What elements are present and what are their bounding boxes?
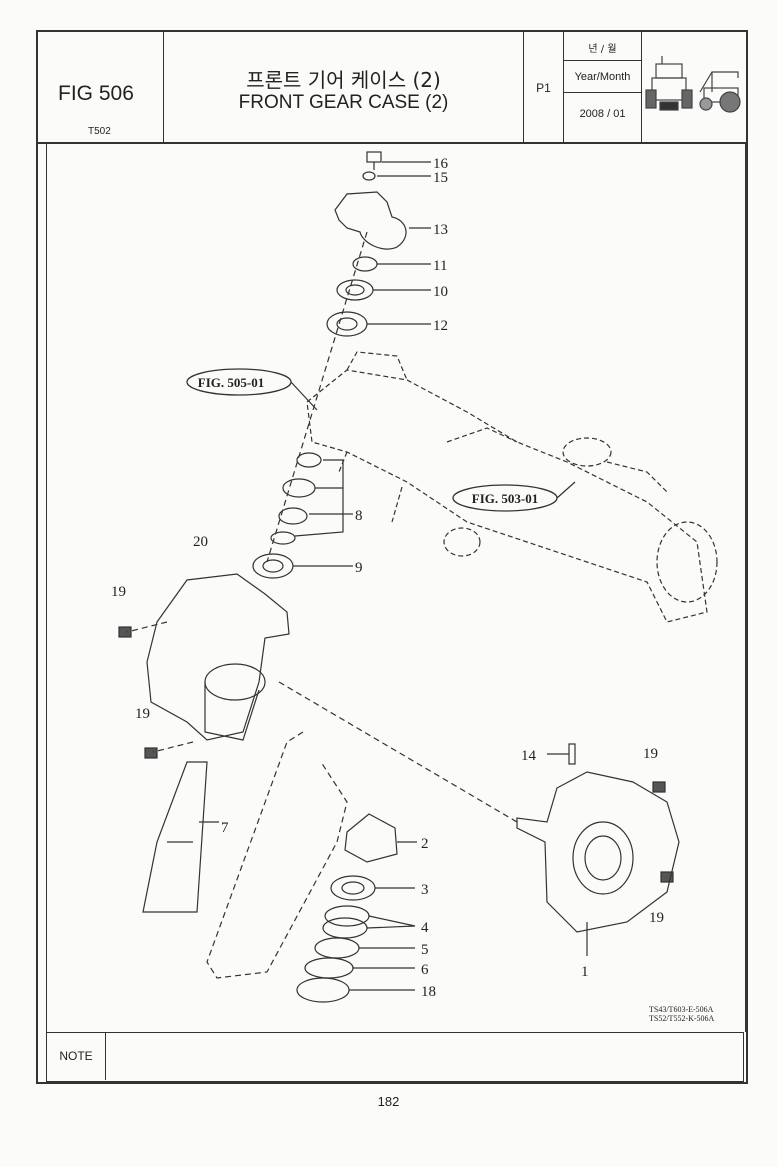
page-id-cell: P1: [524, 32, 564, 142]
ref-fig-505: FIG. 505-01: [198, 375, 264, 390]
date-label-korean: 년 / 월: [588, 44, 617, 55]
drawing-code-2: TS52/T552-K-506A: [649, 1014, 715, 1023]
callout-2: 2: [421, 836, 429, 852]
callout-3: 3: [421, 882, 429, 898]
callout-11: 11: [433, 258, 447, 274]
callout-7: 7: [221, 820, 229, 836]
divider: [564, 92, 641, 93]
ref-fig-503: FIG. 503-01: [472, 491, 538, 506]
callout-10: 10: [433, 284, 448, 300]
callout-15: 15: [433, 170, 448, 186]
callout-16: 16: [433, 156, 449, 172]
callout-13: 13: [433, 222, 448, 238]
callout-18: 18: [421, 984, 436, 1000]
callout-5: 5: [421, 942, 429, 958]
tractor-icon: [645, 56, 741, 113]
parts-sheet: FIG 506 T502 프론트 기어 케이스 (2) FRONT GEAR C…: [36, 30, 748, 1084]
drawing-code-1: TS43/T603-E-506A: [649, 1005, 714, 1014]
note-label: NOTE: [47, 1033, 106, 1080]
tractor-icon-cell: [642, 32, 746, 142]
page-number: 182: [377, 1094, 400, 1109]
date-value: 2008 / 01: [579, 108, 626, 120]
title-english: FRONT GEAR CASE (2): [238, 92, 449, 113]
gear-housing-part: [146, 573, 290, 741]
fig-cell: FIG 506 T502: [38, 32, 164, 142]
callout-19-d: 19: [649, 910, 664, 926]
callout-6: 6: [421, 962, 429, 978]
divider: [564, 60, 641, 61]
cover-plate-part: [334, 191, 407, 250]
callout-1: 1: [581, 964, 589, 980]
washer-part: [362, 171, 376, 181]
callout-19-c: 19: [643, 746, 658, 762]
title-korean: 프론트 기어 케이스 (2): [246, 68, 441, 92]
callout-20: 20: [193, 534, 208, 550]
note-row: NOTE: [46, 1032, 744, 1082]
title-block: FIG 506 T502 프론트 기어 케이스 (2) FRONT GEAR C…: [38, 32, 746, 144]
bolt-part: [366, 151, 382, 163]
model-code: T502: [88, 126, 111, 137]
parts-diagram: FIG. 505-01 FIG. 503-01 16 15 13 11 10 1…: [111, 151, 718, 1023]
callout-8: 8: [355, 508, 363, 524]
page-id: P1: [536, 81, 551, 95]
callout-14: 14: [521, 748, 537, 764]
callout-19-b: 19: [135, 706, 150, 722]
date-label: Year/Month: [574, 71, 631, 83]
callout-19-a: 19: [111, 584, 126, 600]
callout-9: 9: [355, 560, 363, 576]
fig-number: FIG 506: [58, 82, 134, 105]
title-cell: 프론트 기어 케이스 (2) FRONT GEAR CASE (2): [164, 32, 524, 142]
knuckle-case-part: [516, 771, 680, 933]
callout-12: 12: [433, 318, 448, 334]
date-cell: 년 / 월 Year/Month 2008 / 01: [564, 32, 642, 142]
exploded-view: FIG. 505-01 FIG. 503-01 16 15 13 11 10 1…: [46, 142, 746, 1032]
callout-4: 4: [421, 920, 429, 936]
